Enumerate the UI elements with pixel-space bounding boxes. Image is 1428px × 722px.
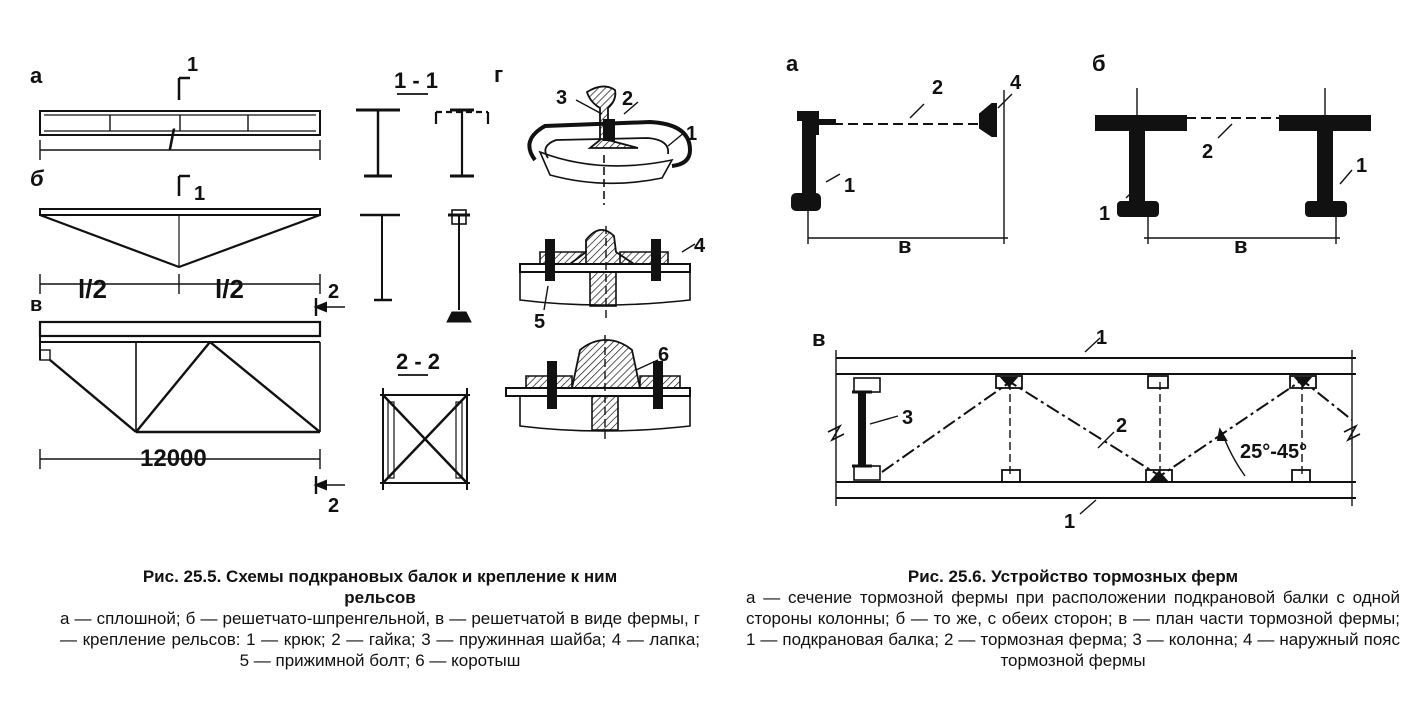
part-4: 4 bbox=[694, 235, 706, 257]
fig6-v-angle: 25°-45° bbox=[1240, 441, 1307, 463]
part-6: 6 bbox=[658, 344, 669, 366]
fig6-label-a: а bbox=[786, 51, 799, 76]
caption-title: Рис. 25.5. Схемы подкрановых балок и кре… bbox=[142, 567, 618, 607]
cut-label-2b: 2 bbox=[328, 495, 339, 517]
section-1-1 bbox=[356, 93, 490, 323]
half-span-right: l/2 bbox=[215, 274, 244, 304]
fig6-b-part-2: 2 bbox=[1202, 141, 1213, 163]
section-1-1-label: 1 - 1 bbox=[394, 68, 438, 93]
fig6-v-part-1-bottom: 1 bbox=[1064, 511, 1075, 533]
rail-fastening-hook bbox=[527, 85, 693, 205]
length-label: 12000 bbox=[140, 445, 207, 472]
beam-truss bbox=[38, 298, 345, 494]
fig6-v-part-3: 3 bbox=[902, 407, 913, 429]
caption-fig-25-6: Рис. 25.6. Устройство тормозных ферм а —… bbox=[746, 566, 1400, 671]
caption-title: Рис. 25.6. Устройство тормозных ферм bbox=[907, 567, 1239, 586]
caption-text: а — сплошной; б — решетчато-шпренгельной… bbox=[60, 609, 700, 670]
cut-label-1b: 1 bbox=[194, 183, 205, 205]
beam-solid bbox=[39, 76, 321, 160]
fig6-v-part-1-top: 1 bbox=[1096, 327, 1107, 349]
fig6-b-part-1-left: 1 bbox=[1099, 203, 1110, 225]
rail-fastening-stub bbox=[505, 335, 691, 440]
fig6-a-width: в bbox=[898, 233, 912, 258]
part-3: 3 bbox=[556, 87, 567, 109]
fig6-v-part-2: 2 bbox=[1116, 415, 1127, 437]
section-2-2-label: 2 - 2 bbox=[396, 349, 440, 374]
fig6-label-b: б bbox=[1092, 51, 1106, 76]
part-2: 2 bbox=[622, 88, 633, 110]
part-1: 1 bbox=[686, 123, 697, 145]
fig6-label-v: в bbox=[812, 326, 826, 351]
fig6-b-width: в bbox=[1234, 233, 1248, 258]
fig6-a-part-1: 1 bbox=[844, 175, 855, 197]
rail-fastening-clamp bbox=[519, 226, 696, 318]
cut-label-2a: 2 bbox=[328, 281, 339, 303]
brake-truss-one-side bbox=[791, 90, 1013, 244]
beam-trussed bbox=[39, 174, 321, 294]
cut-label-1a: 1 bbox=[187, 54, 198, 76]
span-label: l bbox=[168, 124, 176, 157]
label-v: в bbox=[30, 294, 42, 316]
section-2-2 bbox=[380, 374, 470, 490]
label-a: а bbox=[30, 63, 43, 88]
label-b: б bbox=[30, 166, 45, 191]
caption-text: а — сечение тормозной фермы при располож… bbox=[746, 588, 1400, 670]
part-5: 5 bbox=[534, 311, 545, 333]
caption-fig-25-5: Рис. 25.5. Схемы подкрановых балок и кре… bbox=[60, 566, 700, 671]
brake-truss-both-sides bbox=[1095, 88, 1371, 244]
fig6-a-part-2: 2 bbox=[932, 77, 943, 99]
brake-truss-plan bbox=[827, 337, 1361, 515]
label-g: г bbox=[494, 62, 503, 87]
half-span-left: l/2 bbox=[78, 274, 107, 304]
fig6-b-part-1-right: 1 bbox=[1356, 155, 1367, 177]
fig6-a-part-4: 4 bbox=[1010, 72, 1022, 94]
